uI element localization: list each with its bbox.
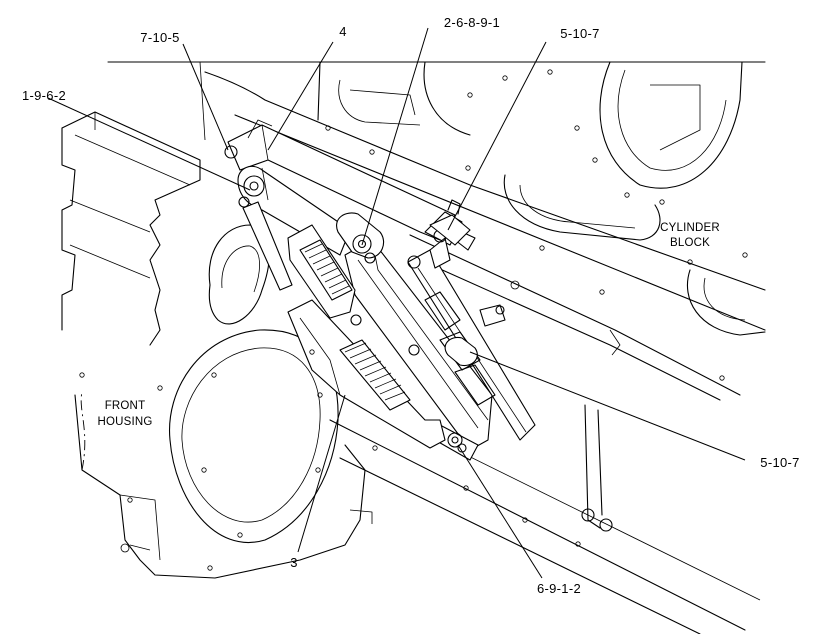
callout-1-9-6-2: 1-9-6-2 xyxy=(22,88,66,103)
callout-2-6-8-9-1: 2-6-8-9-1 xyxy=(444,15,500,30)
cylinder-block xyxy=(107,61,766,381)
callout-6-9-1-2: 6-9-1-2 xyxy=(537,581,581,596)
front-housing-label-line1: FRONT xyxy=(105,400,146,412)
upper-wedge-hatch xyxy=(304,243,350,295)
cylinder-block-label-line2: BLOCK xyxy=(670,237,710,249)
lower-rail xyxy=(329,234,761,634)
callout-4: 4 xyxy=(339,24,347,39)
cylinder-block-label-line1: CYLINDER xyxy=(660,222,720,234)
front-housing-label-line2: HOUSING xyxy=(97,416,152,428)
lower-wedge-hatch xyxy=(344,342,406,401)
front-housing xyxy=(61,111,366,579)
leader-lines xyxy=(47,27,746,579)
callout-3: 3 xyxy=(290,555,298,570)
callout-5-10-7-top: 5-10-7 xyxy=(560,26,599,41)
tool-assembly xyxy=(224,119,536,461)
callout-7-10-5: 7-10-5 xyxy=(140,30,179,45)
callout-5-10-7-right: 5-10-7 xyxy=(760,455,799,470)
